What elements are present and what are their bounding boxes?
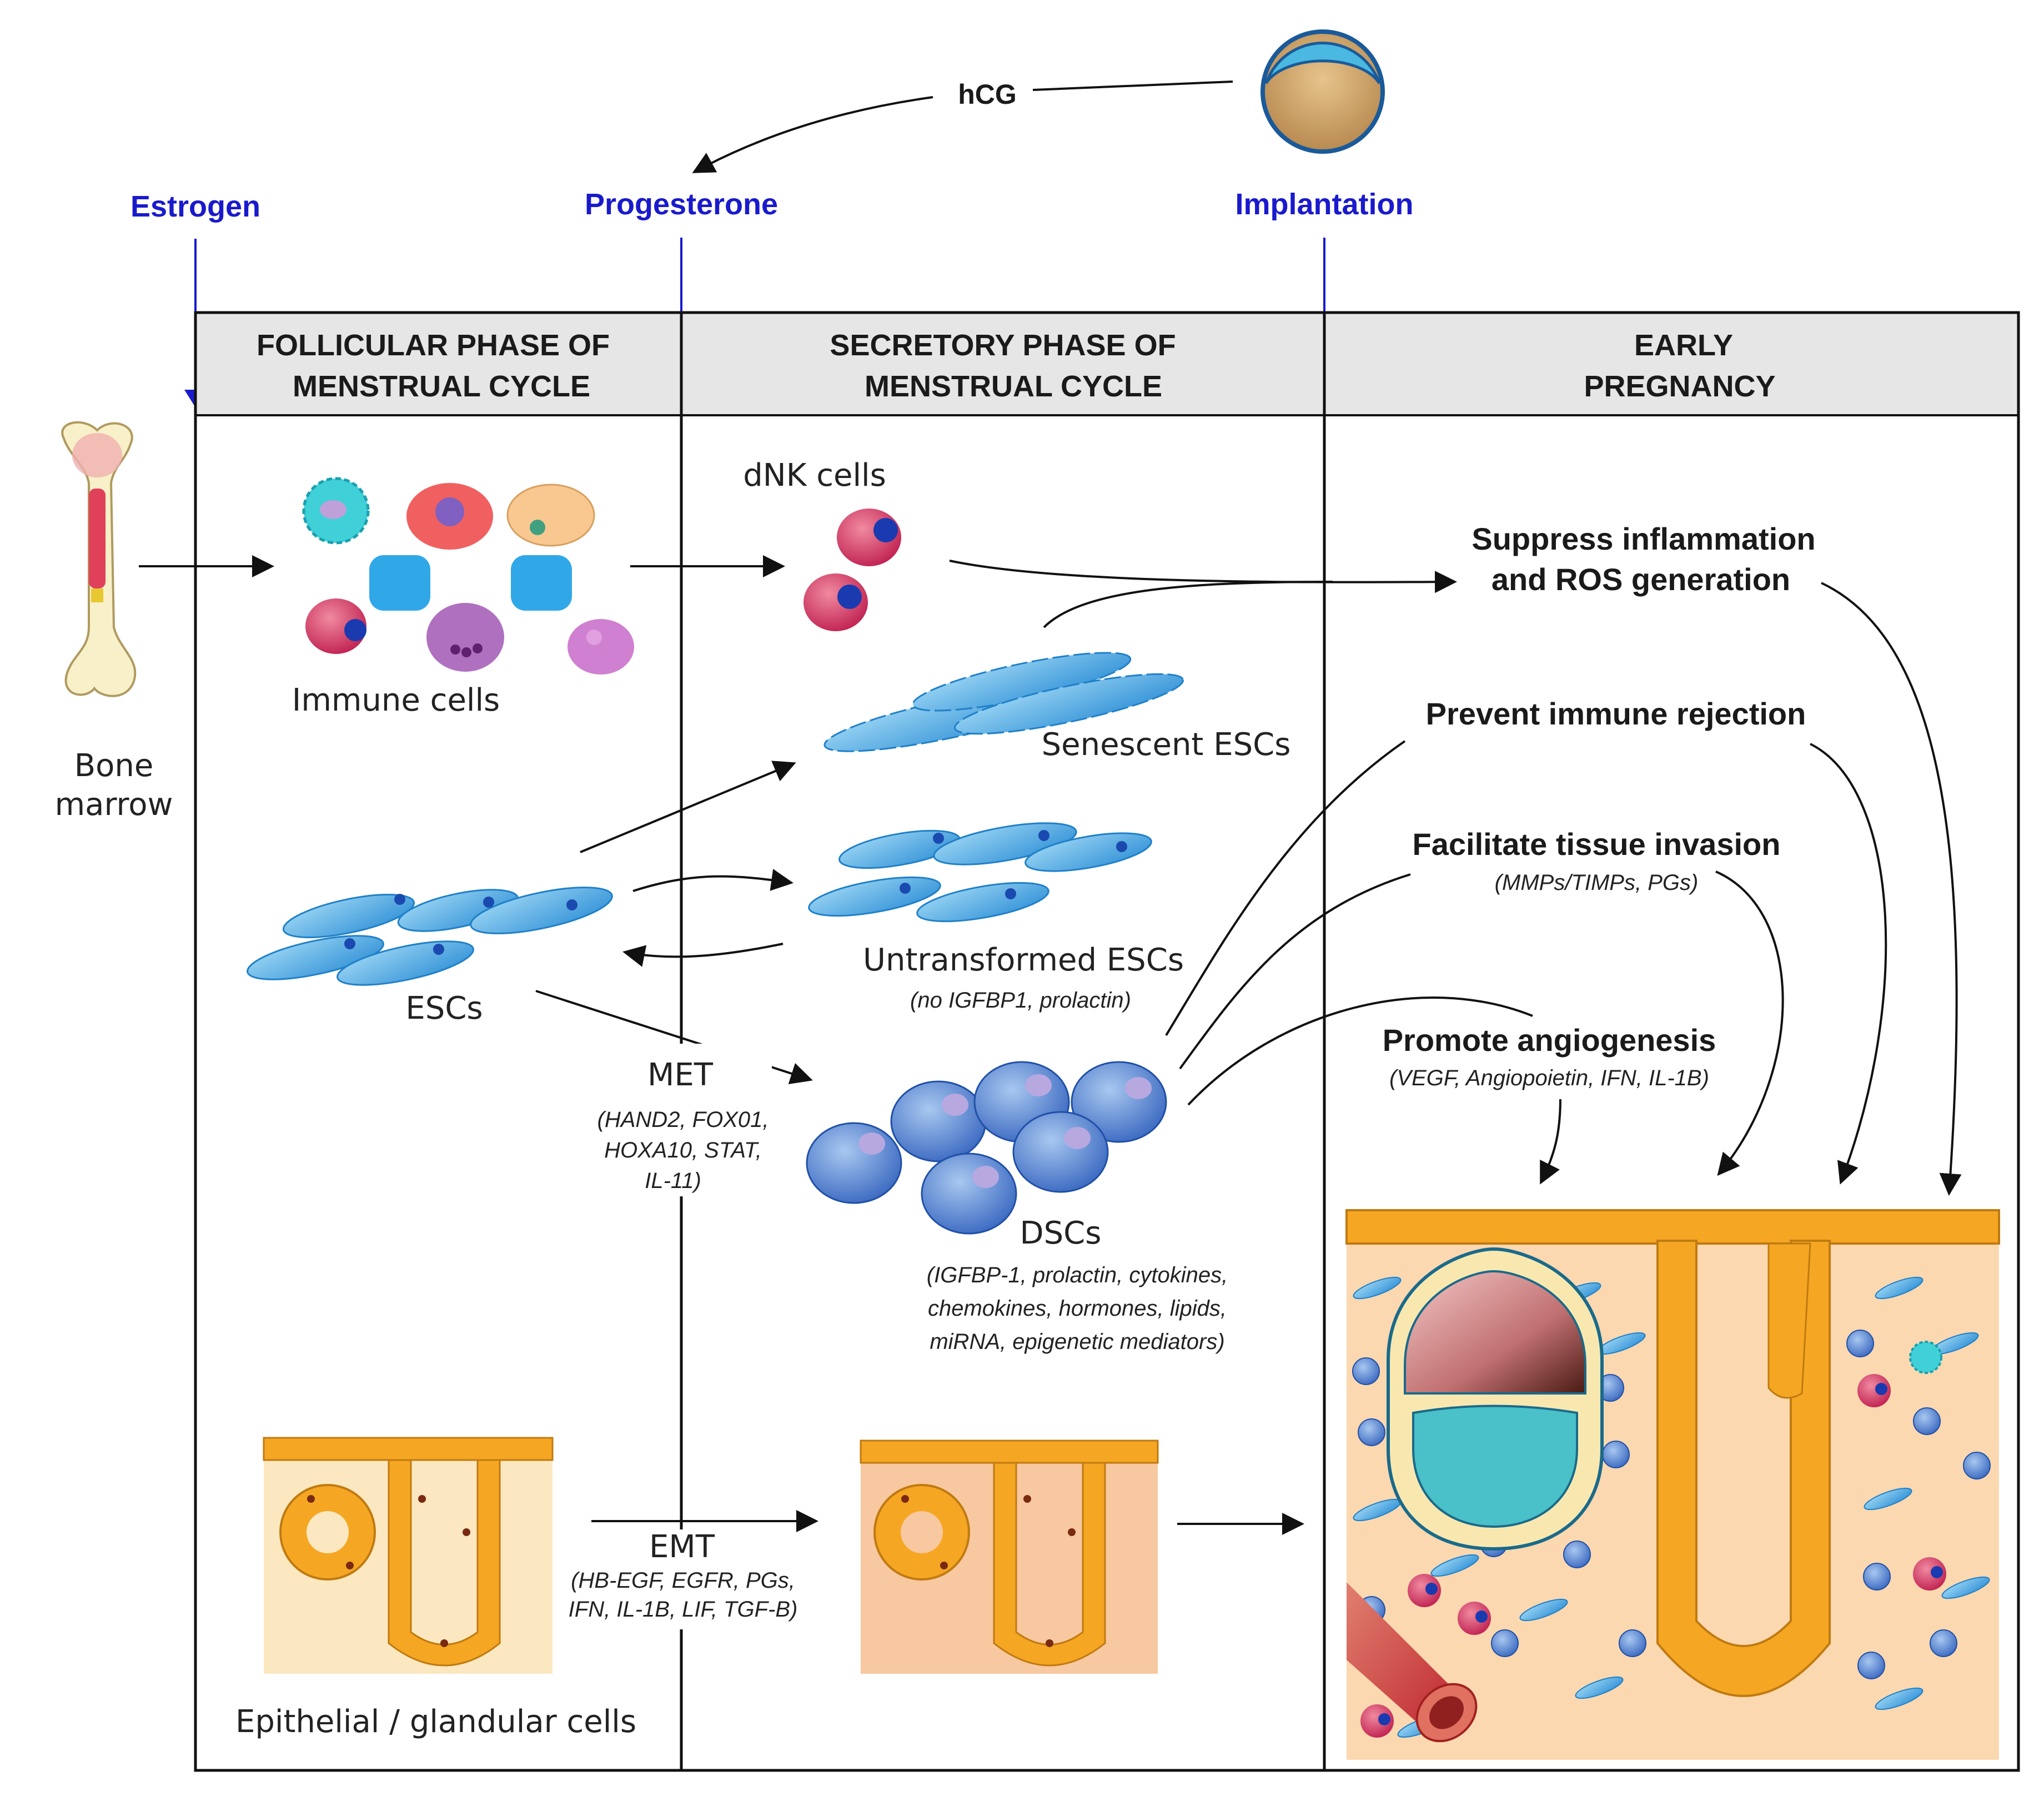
untransformed-to-escs-arrow <box>622 943 784 967</box>
macrophage-icon <box>406 483 493 550</box>
untransformed-note: (no IGFBP1, prolactin) <box>910 988 1131 1013</box>
embryo-icon <box>1260 29 1385 154</box>
epithelium-follicular-icon <box>263 1437 554 1674</box>
met-note-3: IL-11) <box>645 1169 701 1193</box>
bone-icon <box>61 421 137 697</box>
angio-to-pregnancy-arrow <box>1540 1099 1561 1185</box>
untransformed-label: Untransformed ESCs <box>863 942 1184 978</box>
escs-icon <box>247 887 613 986</box>
pregnancy-header-2: PREGNANCY <box>1584 370 1775 403</box>
dscs-to-prevent-line <box>1165 740 1406 1036</box>
emt-note-1: (HB-EGF, EGFR, PGs, <box>571 1568 795 1593</box>
blood-vessel-icon <box>1347 1582 1478 1743</box>
dscs-to-invasion-line <box>1179 873 1411 1070</box>
dscs-note-3: miRNA, epigenetic mediators) <box>930 1330 1224 1354</box>
plasma-cell-icon <box>426 603 504 672</box>
follicular-header-1: FOLLICULAR PHASE OF <box>257 329 610 362</box>
prevent-to-pregnancy-arrow <box>1810 743 1887 1185</box>
senescent-to-suppress-line <box>1043 581 1333 628</box>
invasion-note: (MMPs/TIMPs, PGs) <box>1495 870 1699 895</box>
dscs-note-2: chemokines, hormones, lipids, <box>928 1296 1227 1321</box>
met-note-2: HOXA10, STAT, <box>604 1138 762 1162</box>
escs-to-untransformed-arrow <box>632 869 794 892</box>
suppress-to-pregnancy-arrow <box>1821 582 1962 1196</box>
untransformed-escs-icon <box>808 822 1152 923</box>
immune-cells-group <box>302 477 634 675</box>
dnk-to-suppress-arrow <box>949 560 1457 593</box>
dscs-label: DSCs <box>1020 1215 1102 1251</box>
pregnancy-dendritic-cell <box>1909 1341 1942 1374</box>
implantation-label: Implantation <box>1236 188 1414 221</box>
invasion-label: Facilitate tissue invasion <box>1413 827 1781 862</box>
dendritic-cell-icon <box>302 477 370 545</box>
epithelial-label: Epithelial / glandular cells <box>235 1704 636 1740</box>
pregnancy-dnk-cells <box>1360 1374 1946 1738</box>
t-cell-icon <box>369 555 430 611</box>
secretory-header-2: MENSTRUAL CYCLE <box>865 370 1162 403</box>
bone-label-1: Bone <box>74 748 154 784</box>
pregnancy-header-1: EARLY <box>1634 329 1733 362</box>
estrogen-label: Estrogen <box>130 190 260 223</box>
angio-label: Promote angiogenesis <box>1383 1023 1716 1058</box>
pregnancy-tissue-icon <box>1345 1209 2000 1760</box>
secretory-header-1: SECRETORY PHASE OF <box>830 329 1176 362</box>
follicular-header-2: MENSTRUAL CYCLE <box>293 370 590 403</box>
suppress-label-2: and ROS generation <box>1491 562 1790 597</box>
bone-label-2: marrow <box>55 787 173 823</box>
met-note-1: (HAND2, FOX01, <box>597 1108 769 1132</box>
escs-to-senescent-arrow <box>580 761 796 853</box>
hcg-label: hCG <box>958 79 1017 110</box>
angio-note: (VEGF, Angiopoietin, IFN, IL-1B) <box>1389 1066 1709 1090</box>
escs-label: ESCs <box>405 990 483 1026</box>
nk-cell-icon <box>305 598 366 654</box>
emt-label: EMT <box>649 1529 715 1565</box>
suppress-label-1: Suppress inflammation <box>1472 521 1815 556</box>
met-label: MET <box>647 1057 714 1093</box>
monocyte-icon <box>568 619 634 675</box>
dscs-to-angio-line <box>1187 996 1533 1106</box>
dnk-label: dNK cells <box>743 457 886 494</box>
immune-cells-label: Immune cells <box>292 682 500 718</box>
invasion-to-pregnancy-arrow <box>1715 870 1784 1176</box>
progesterone-label: Progesterone <box>585 188 778 221</box>
dscs-note-1: (IGFBP-1, prolactin, cytokines, <box>927 1263 1228 1287</box>
hcg-arrow <box>1032 80 1233 91</box>
main-frame <box>194 311 2020 1772</box>
dscs-icon <box>806 1061 1167 1235</box>
epithelium-secretory-icon <box>860 1439 1159 1674</box>
mast-cell-icon <box>506 484 595 547</box>
prevent-label: Prevent immune rejection <box>1426 696 1806 731</box>
blastocyst-icon <box>1387 1247 1604 1551</box>
dnk-cell-icon <box>803 509 901 631</box>
header-band <box>195 313 2018 415</box>
senescent-escs-icon <box>823 652 1184 752</box>
senescent-label: Senescent ESCs <box>1042 727 1291 763</box>
emt-note-2: IFN, IL-1B, LIF, TGF-B) <box>569 1597 798 1622</box>
b-cell-icon <box>511 555 572 611</box>
